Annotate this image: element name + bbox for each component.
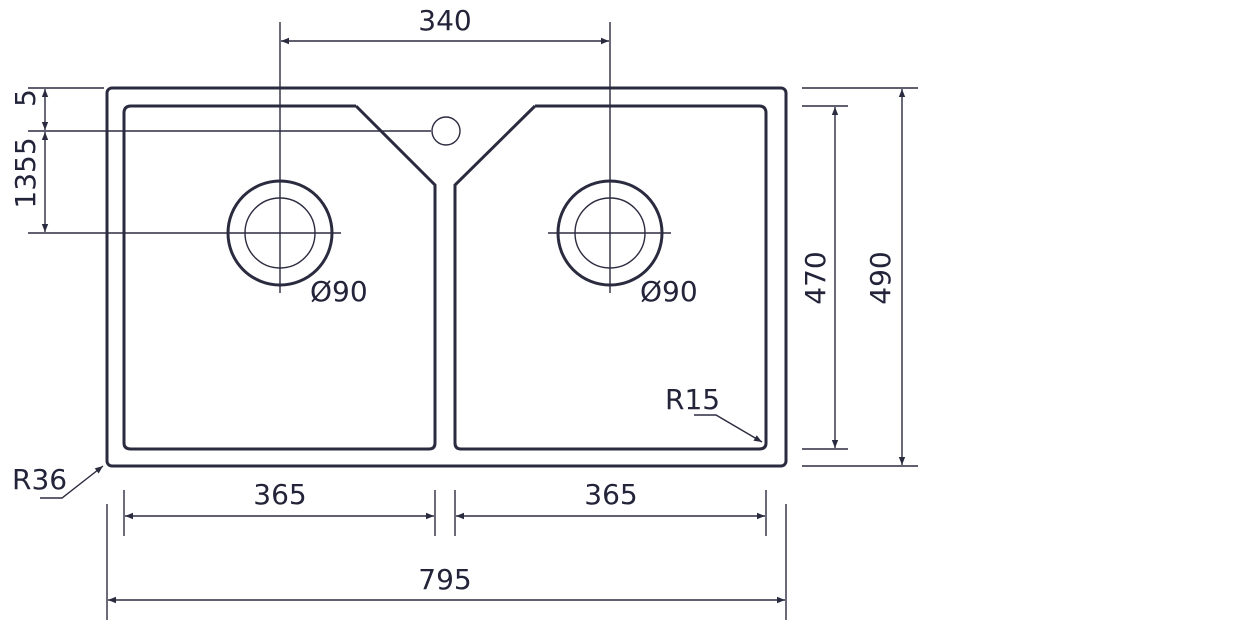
- right-drain-diameter-label: Ø90: [640, 275, 698, 308]
- dim-795-label: 795: [418, 563, 471, 596]
- dim-365-left-label: 365: [253, 478, 306, 511]
- dim-490-label: 490: [864, 251, 897, 304]
- dim-1355-label: 1355: [9, 137, 42, 208]
- right-bowl-outline: [453, 104, 768, 451]
- tap-hole: [431, 116, 461, 146]
- left-drain-diameter-label: Ø90: [310, 275, 368, 308]
- r15-label: R15: [665, 383, 720, 416]
- r15-leader: [694, 414, 763, 443]
- dim-470-label: 470: [799, 251, 832, 304]
- r36-label: R36: [12, 463, 67, 496]
- dim-5-label: 5: [9, 89, 42, 107]
- r36-leader: [40, 465, 104, 499]
- sink-outer-outline: [105, 86, 788, 468]
- left-bowl-outline: [122, 104, 437, 451]
- dim-340-label: 340: [418, 4, 471, 37]
- dim-365-right-label: 365: [584, 478, 637, 511]
